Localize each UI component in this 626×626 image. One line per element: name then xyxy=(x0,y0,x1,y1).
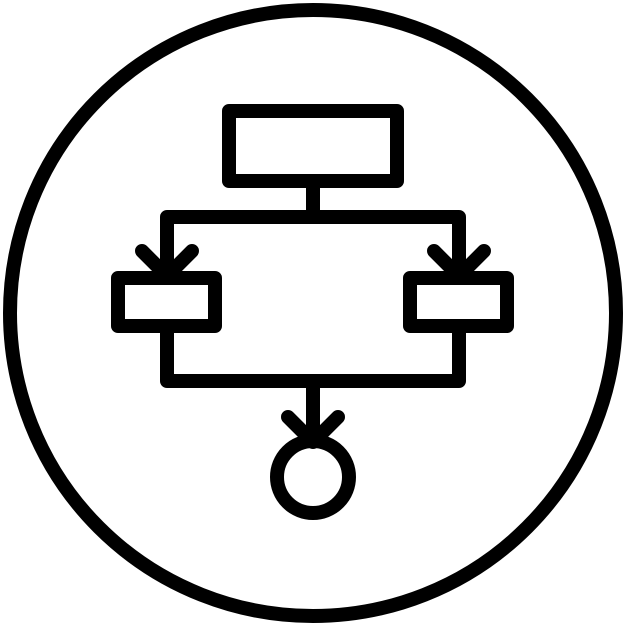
lower-merge-line xyxy=(160,319,466,388)
upper-branch-line xyxy=(160,210,466,279)
end-node-circle xyxy=(270,434,356,520)
outer-circle xyxy=(3,3,623,623)
right-box xyxy=(403,271,514,333)
top-box xyxy=(222,104,404,188)
left-box xyxy=(111,271,222,333)
